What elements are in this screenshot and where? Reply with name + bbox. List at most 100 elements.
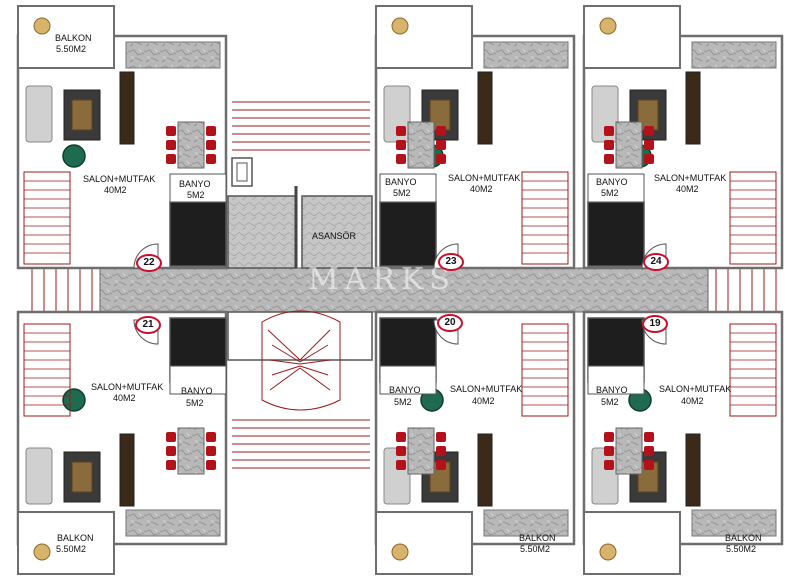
- sofa-bottom-left: [25, 447, 53, 505]
- unit-number-22: 22: [136, 254, 162, 272]
- salon-area-top-left: 40M2: [104, 185, 127, 195]
- dining-chair-bottom-left-r1: [206, 446, 216, 456]
- balcony-bottom-center: [375, 511, 473, 575]
- balkon-label-bottom-center: BALKON: [519, 533, 556, 543]
- bathroom-label-box-bottom-center: [379, 365, 437, 395]
- balkon-label-bottom-right: BALKON: [725, 533, 762, 543]
- tv-unit-top-right: [685, 71, 701, 145]
- tv-unit-bottom-center: [477, 433, 493, 507]
- armchair-bottom-left: [62, 388, 86, 412]
- banyo-area-top-center: 5M2: [393, 188, 411, 198]
- salon-area-bottom-center: 40M2: [472, 396, 495, 406]
- watermark: MARKS: [308, 262, 456, 297]
- sofa-bottom-center: [383, 447, 411, 505]
- elevator-label: ASANSÖR: [312, 231, 357, 241]
- dining-chair-top-right-l0: [604, 126, 614, 136]
- balcony-bottom-left: [17, 511, 115, 575]
- bathroom-top-right: [587, 201, 645, 267]
- unit-stair-top-right: [729, 171, 777, 265]
- banyo-area-bottom-left: 5M2: [186, 398, 204, 408]
- banyo-area-bottom-right: 5M2: [601, 397, 619, 407]
- balkon-area-bottom-left: 5.50M2: [56, 544, 87, 554]
- shaft-inner: [236, 162, 248, 182]
- sofa-top-left: [25, 85, 53, 143]
- balcony-top-center: [375, 5, 473, 69]
- dining-table-top-center: [407, 121, 435, 169]
- dining-chair-top-center-r2: [436, 154, 446, 164]
- dining-chair-top-right-l2: [604, 154, 614, 164]
- dining-chair-top-left-r0: [206, 126, 216, 136]
- bathroom-label-box-bottom-left: [169, 365, 227, 395]
- dining-chair-top-left-r2: [206, 154, 216, 164]
- salon-label-bottom-left: SALON+MUTFAK: [91, 382, 164, 392]
- banyo-label-top-left: BANYO: [179, 179, 211, 189]
- coffee-table-bottom-left: [71, 461, 93, 493]
- dining-chair-top-left-l0: [166, 126, 176, 136]
- left-edge-rails: [31, 268, 93, 312]
- unit-stair-top-center: [521, 171, 569, 265]
- stair-hall-left: [227, 195, 297, 269]
- dining-chair-bottom-center-l2: [396, 460, 406, 470]
- dining-chair-bottom-right-r1: [644, 446, 654, 456]
- dining-chair-bottom-center-l0: [396, 432, 406, 442]
- dining-chair-top-right-r2: [644, 154, 654, 164]
- salon-label-bottom-right: SALON+MUTFAK: [659, 384, 732, 394]
- dining-table-bottom-right: [615, 427, 643, 475]
- central-stairs-bottom: [232, 419, 370, 469]
- balcony-table-top-right: [599, 17, 617, 35]
- salon-area-bottom-right: 40M2: [681, 396, 704, 406]
- balcony-table-bottom-left: [33, 543, 51, 561]
- dining-chair-bottom-center-r0: [436, 432, 446, 442]
- right-edge-rails: [715, 268, 777, 312]
- balcony-top-right: [583, 5, 681, 69]
- tv-unit-top-left: [119, 71, 135, 145]
- salon-label-top-right: SALON+MUTFAK: [654, 173, 727, 183]
- salon-area-top-center: 40M2: [470, 184, 493, 194]
- dining-chair-bottom-right-l2: [604, 460, 614, 470]
- bathroom-top-left: [169, 201, 227, 267]
- balcony-table-bottom-center: [391, 543, 409, 561]
- unit-stair-bottom-center: [521, 323, 569, 417]
- dining-chair-top-left-r1: [206, 140, 216, 150]
- sofa-bottom-right: [591, 447, 619, 505]
- bathroom-top-center: [379, 201, 437, 267]
- balkon-label-bottom-left: BALKON: [57, 533, 94, 543]
- dining-chair-bottom-right-r0: [644, 432, 654, 442]
- dining-chair-bottom-left-r2: [206, 460, 216, 470]
- unit-number-20: 20: [437, 314, 463, 332]
- dining-chair-top-center-l2: [396, 154, 406, 164]
- dining-chair-top-center-r0: [436, 126, 446, 136]
- kitchen-counter-top-center: [483, 41, 569, 69]
- balcony-table-top-center: [391, 17, 409, 35]
- salon-label-bottom-center: SALON+MUTFAK: [450, 384, 523, 394]
- dining-chair-bottom-right-l1: [604, 446, 614, 456]
- unit-stair-top-left: [23, 171, 71, 265]
- dining-chair-bottom-left-l0: [166, 432, 176, 442]
- banyo-area-top-right: 5M2: [601, 188, 619, 198]
- dining-chair-top-right-l1: [604, 140, 614, 150]
- dining-chair-top-right-r1: [644, 140, 654, 150]
- bathroom-label-box-top-center: [379, 173, 437, 203]
- kitchen-counter-bottom-center: [483, 509, 569, 537]
- balcony-top-left: [17, 5, 115, 69]
- salon-area-bottom-left: 40M2: [113, 393, 136, 403]
- banyo-label-bottom-right: BANYO: [596, 385, 628, 395]
- kitchen-counter-top-right: [691, 41, 777, 69]
- dining-chair-top-right-r0: [644, 126, 654, 136]
- banyo-label-top-right: BANYO: [596, 177, 628, 187]
- dining-chair-bottom-left-l1: [166, 446, 176, 456]
- dining-table-bottom-left: [177, 427, 205, 475]
- dining-chair-bottom-center-r2: [436, 460, 446, 470]
- bathroom-label-box-top-right: [587, 173, 645, 203]
- unit-number-24: 24: [643, 253, 669, 271]
- corridor: [99, 267, 709, 313]
- dining-chair-bottom-left-l2: [166, 460, 176, 470]
- dining-chair-bottom-left-r0: [206, 432, 216, 442]
- salon-label-top-center: SALON+MUTFAK: [448, 173, 521, 183]
- tv-unit-bottom-left: [119, 433, 135, 507]
- central-stairs-top: [232, 101, 370, 151]
- dining-table-top-right: [615, 121, 643, 169]
- bathroom-label-box-bottom-right: [587, 365, 645, 395]
- banyo-label-bottom-left: BANYO: [181, 386, 213, 396]
